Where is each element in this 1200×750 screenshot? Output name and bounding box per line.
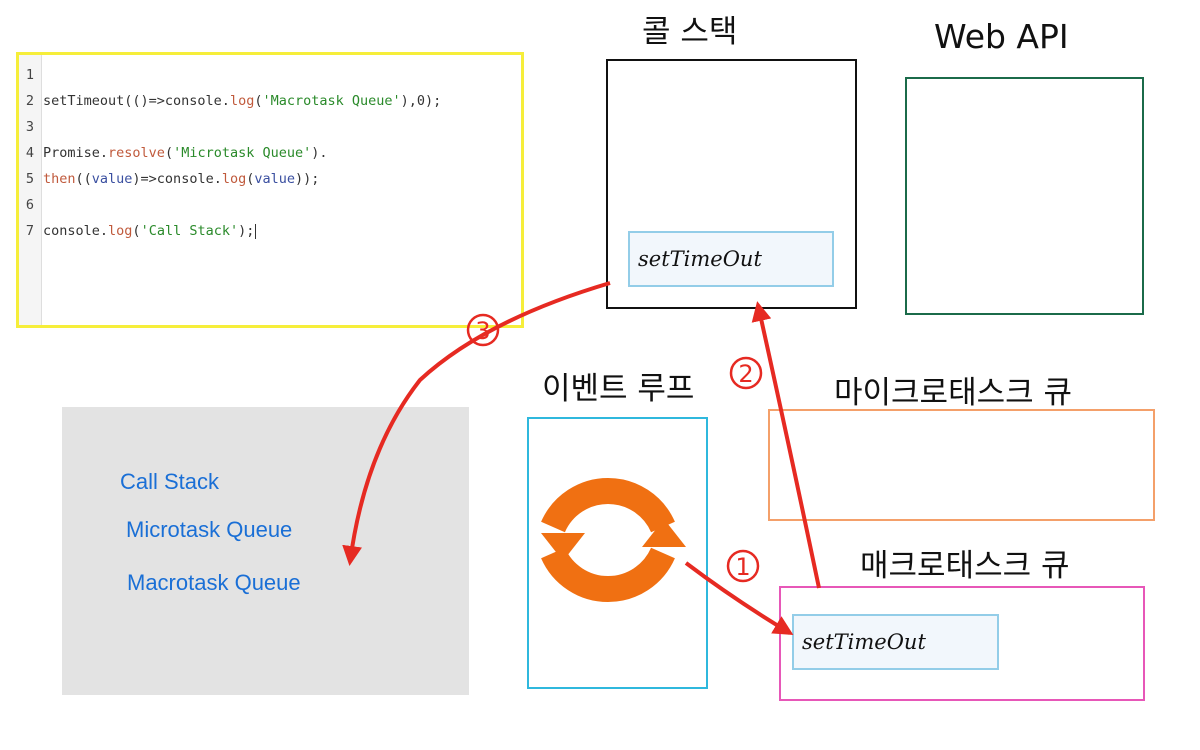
arrow-step-1 [684, 561, 794, 636]
macrotask-queue-box [779, 586, 1145, 701]
code-token: value [91, 171, 133, 187]
code-token: value [254, 171, 295, 187]
code-token: )=>console. [132, 171, 222, 187]
code-token: ( [254, 93, 263, 109]
console-output-line: Macrotask Queue [127, 570, 301, 595]
line-number: 1 [25, 67, 35, 83]
code-line: 4 Promise.resolve('Microtask Queue'). [19, 143, 328, 163]
console-output-line: Microtask Queue [126, 517, 293, 542]
line-number: 4 [25, 145, 35, 161]
console-output-panel [62, 407, 469, 695]
code-token: ),0); [400, 93, 442, 109]
web-api-box [905, 77, 1144, 315]
code-token: ( [164, 145, 174, 161]
step-2-number: 2 [738, 360, 753, 388]
code-token: ( [246, 171, 255, 187]
code-token: 'Call Stack' [140, 223, 239, 239]
step-3-marker: 3 [466, 313, 500, 347]
macrotask-task-label: setTimeOut [802, 630, 926, 654]
code-line: 1 [19, 65, 43, 85]
code-line: 7 console.log('Call Stack'); [19, 221, 257, 241]
event-loop-box [527, 417, 708, 689]
code-token: log [221, 171, 247, 187]
macrotask-queue-task: setTimeOut [792, 614, 999, 670]
code-token: ). [311, 145, 328, 161]
refresh-cycle-icon [541, 477, 686, 603]
code-token: 'Microtask Queue' [173, 145, 312, 161]
code-token: Promise. [43, 145, 109, 161]
step-3-number: 3 [475, 317, 490, 345]
code-token: then [43, 171, 76, 187]
step-1-number: 1 [735, 553, 750, 581]
code-token: 'Macrotask Queue' [262, 93, 401, 109]
line-number: 2 [25, 93, 35, 109]
code-line: 6 [19, 195, 43, 215]
code-token: )); [295, 171, 320, 187]
call-stack-heading: 콜 스택 [642, 14, 738, 50]
line-number: 5 [25, 171, 35, 187]
text-caret [255, 223, 257, 239]
code-line: 3 [19, 117, 43, 137]
call-stack-task-label: setTimeOut [638, 247, 762, 271]
code-token: resolve [108, 145, 165, 161]
line-number-gutter [19, 55, 42, 325]
step-1-marker: 1 [726, 549, 760, 583]
call-stack-task: setTimeOut [628, 231, 834, 287]
step-2-marker: 2 [729, 356, 763, 390]
code-token: (( [75, 171, 92, 187]
code-token: log [229, 93, 255, 109]
microtask-queue-heading: 마이크로태스크 큐 [834, 375, 1073, 411]
web-api-heading: Web API [934, 17, 1069, 56]
line-number: 7 [25, 223, 35, 239]
microtask-queue-box [768, 409, 1155, 521]
code-line: 2 setTimeout(()=>console.log('Macrotask Q… [19, 91, 441, 111]
code-token: setTimeout(()=>console. [43, 93, 230, 109]
code-token: ( [132, 223, 141, 239]
arrow-step-2 [751, 301, 821, 589]
event-loop-heading: 이벤트 루프 [542, 371, 695, 407]
macrotask-queue-heading: 매크로태스크 큐 [860, 548, 1070, 584]
line-number: 3 [25, 119, 35, 135]
code-token: console. [43, 223, 109, 239]
console-output-line: Call Stack [120, 469, 220, 494]
code-token: log [108, 223, 133, 239]
line-number: 6 [25, 197, 35, 213]
code-token: ); [238, 223, 255, 239]
call-stack-box [606, 59, 857, 309]
arrow-step-3 [342, 281, 611, 566]
